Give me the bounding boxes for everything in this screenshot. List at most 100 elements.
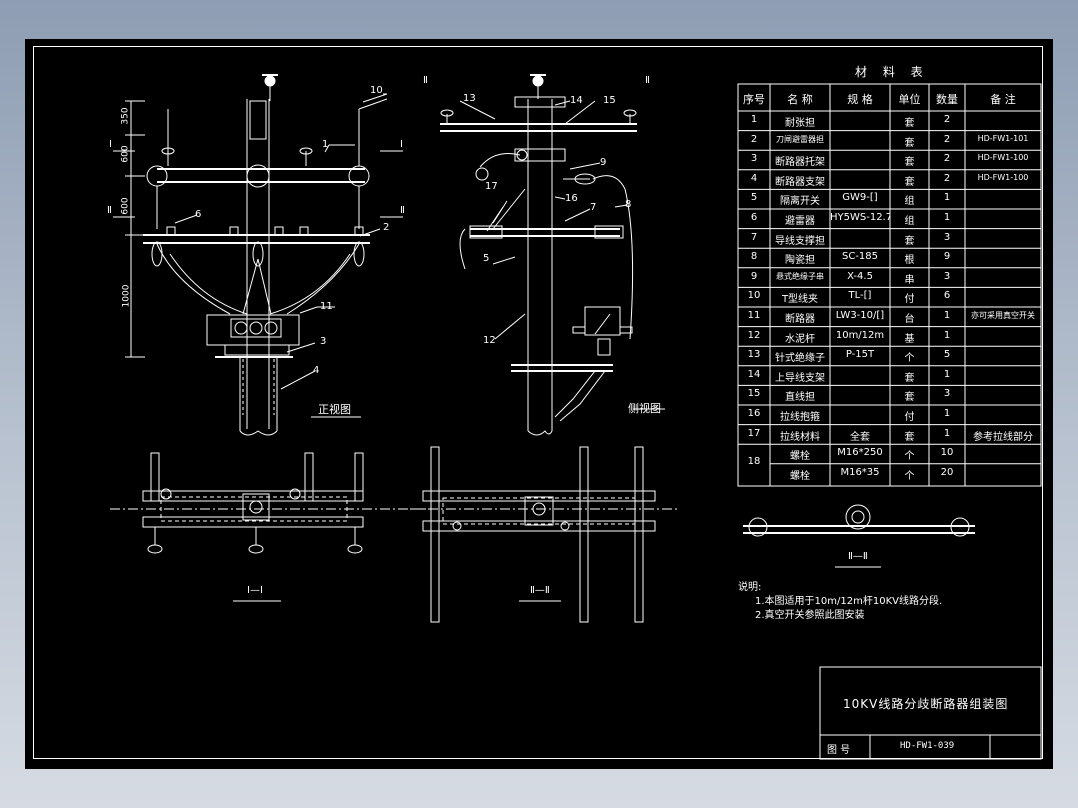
materials-header-row: 序号名 称规 格单位数量备 注: [738, 84, 1041, 111]
table-cell: 基: [904, 333, 915, 345]
table-cell: 15: [747, 388, 761, 400]
table-cell: 隔离开关: [780, 196, 820, 208]
section-1-1: [110, 452, 435, 602]
mark-I-right: Ⅰ: [400, 139, 403, 150]
table-cell: 上导线支架: [775, 372, 825, 384]
table-cell: 12: [747, 329, 761, 341]
table-cell: 13: [747, 349, 761, 361]
dimension-1000: 1000: [121, 284, 132, 308]
mark-I-left: Ⅰ: [109, 139, 112, 150]
callout-8: 8: [625, 199, 632, 210]
table-cell: 2: [943, 153, 951, 165]
table-cell: HD-FW1-100: [977, 153, 1029, 163]
table-cell: 组: [904, 216, 915, 227]
table-cell: 组: [904, 196, 915, 208]
side-view-label: 侧视图: [628, 402, 661, 415]
callout-10: 10: [370, 85, 383, 96]
dimension-600b: 600: [120, 197, 131, 215]
table-cell: 1: [943, 427, 951, 439]
materials-header-cell: 规 格: [847, 93, 873, 106]
section-3: [743, 504, 975, 568]
mark-II-side-left: Ⅱ: [423, 75, 428, 86]
mark-II-right: Ⅱ: [400, 205, 405, 216]
table-cell: 导线支撑担: [775, 235, 825, 247]
table-cell: 根: [904, 255, 915, 267]
table-cell: 串: [904, 274, 915, 286]
table-cell: 1: [943, 329, 951, 341]
mark-II-left: Ⅱ: [107, 205, 112, 216]
dimension-350: 350: [120, 107, 131, 125]
drawing-no-label: 图 号: [827, 745, 851, 756]
dimension-600a: 600: [120, 145, 131, 163]
table-cell: 3: [943, 270, 951, 282]
table-cell: 水泥杆: [785, 333, 815, 345]
table-cell: HD-FW1-101: [977, 133, 1029, 143]
table-cell: 5: [943, 349, 951, 361]
table-cell: 参考拉线部分: [973, 431, 1033, 443]
callout-7: 7: [590, 202, 597, 213]
materials-header-cell: 数量: [936, 93, 958, 106]
callout-11: 11: [320, 301, 333, 312]
drawing-title: 10KV线路分歧断路器组装图: [843, 697, 1009, 711]
drawing-no: HD-FW1-039: [900, 741, 955, 751]
callout-3: 3: [320, 336, 327, 347]
table-cell: 个: [904, 470, 915, 482]
table-cell: 14: [747, 368, 761, 380]
front-view-label: 正视图: [318, 403, 351, 416]
table-cell: 7: [750, 231, 758, 243]
table-cell: 10m/12m: [835, 329, 885, 341]
table-cell: 断路器支架: [775, 176, 825, 188]
table-cell: 3: [943, 388, 951, 400]
table-cell: 套: [904, 372, 915, 384]
table-cell: 套: [904, 176, 915, 188]
callout-15: 15: [603, 95, 616, 106]
table-cell: 1: [943, 368, 951, 380]
table-cell: 2: [750, 133, 758, 145]
table-cell: 2: [943, 172, 951, 184]
table-cell: 10: [747, 290, 761, 302]
drawing-sheet: 正视图 侧视图 Ⅰ—Ⅰ Ⅱ—Ⅱ Ⅱ—Ⅱ Ⅰ Ⅰ Ⅱ Ⅱ Ⅱ Ⅱ 350 600 …: [25, 39, 1053, 769]
callout-4: 4: [313, 365, 320, 376]
table-cell: M16*250: [837, 447, 883, 459]
callout-5-side: 5: [483, 253, 490, 264]
text-layer: 正视图 侧视图 Ⅰ—Ⅰ Ⅱ—Ⅱ Ⅱ—Ⅱ Ⅰ Ⅰ Ⅱ Ⅱ Ⅱ Ⅱ 350 600 …: [25, 39, 1053, 769]
table-cell: 2: [943, 133, 951, 145]
callout-9: 9: [600, 157, 607, 168]
table-cell: 1: [943, 310, 951, 321]
table-cell: 1: [943, 212, 951, 223]
table-cell: 亦可采用真空开关: [971, 311, 1035, 320]
table-cell: GW9-[]: [842, 192, 878, 204]
table-cell: 拉线抱箍: [780, 412, 820, 423]
title-block: [819, 666, 1042, 760]
table-cell: 9: [750, 270, 758, 282]
notes-label: 说明:: [738, 582, 762, 593]
table-cell: 个: [904, 451, 915, 463]
table-cell: 刀闸避雷器担: [776, 134, 824, 144]
table-cell: 拉线材料: [780, 431, 820, 443]
materials-header-cell: 序号: [743, 93, 765, 106]
table-cell: HY5WS-12.7: [830, 212, 890, 223]
materials-table-grid: [737, 83, 1042, 487]
table-cell: 1: [750, 114, 758, 125]
section-3-label: Ⅱ—Ⅱ: [848, 551, 868, 562]
table-cell: 套: [904, 235, 915, 247]
side-view: [440, 74, 665, 436]
table-cell: 直线担: [785, 392, 815, 404]
table-cell: 9: [943, 251, 951, 263]
table-cell: 个: [904, 353, 915, 365]
table-cell: 付: [904, 294, 915, 306]
table-cell: 2: [943, 114, 951, 125]
table-cell: 6: [750, 212, 758, 223]
table-cell: 付: [904, 412, 915, 423]
table-cell: 螺栓: [790, 451, 810, 463]
table-cell: 5: [750, 192, 758, 204]
table-cell: 耐张担: [785, 118, 815, 129]
table-cell: X-4.5: [847, 270, 873, 282]
table-cell: 1: [943, 192, 951, 204]
materials-header-cell: 单位: [898, 93, 921, 106]
table-cell: 断路器托架: [775, 157, 825, 169]
front-view: [113, 74, 403, 436]
notes-line-2: 2.真空开关参照此图安装: [755, 610, 865, 621]
table-cell: 台: [904, 314, 915, 325]
table-cell: 16: [747, 408, 761, 419]
